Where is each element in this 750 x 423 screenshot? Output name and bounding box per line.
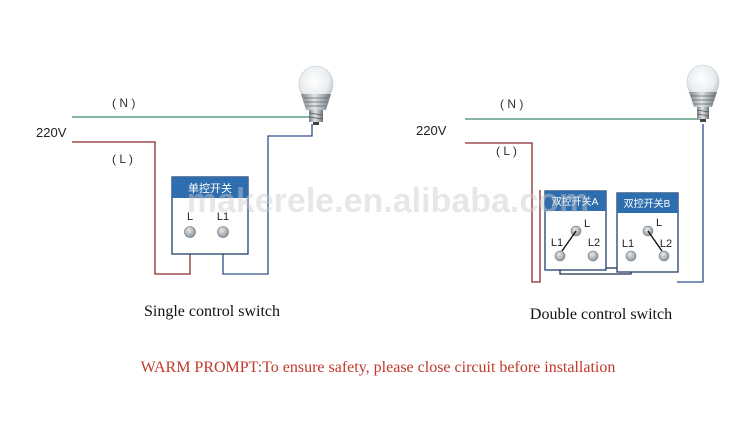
- light-bulb-icon: [686, 64, 720, 122]
- neutral-label: ( N ): [500, 97, 523, 111]
- switch-b-terminal-l1: L1: [622, 238, 634, 250]
- switch-b-l1-screw: [625, 250, 637, 262]
- double-switch-a-header: [545, 191, 606, 211]
- double-control-caption: Double control switch: [530, 306, 672, 323]
- single-control-diagram: 单控开关 L L1 ( N ) 220V ( L ) Single contro…: [36, 65, 334, 320]
- terminal-l1-screw: [217, 226, 229, 238]
- switch-b-lever: [647, 230, 663, 252]
- double-switch-a-title: 双控开关A: [552, 195, 599, 208]
- switched-wire: [222, 124, 313, 275]
- switch-a-lever: [561, 230, 577, 252]
- single-switch-header: [172, 177, 248, 198]
- terminal-l-label: L: [187, 211, 193, 223]
- double-control-diagram: 双控开关A L L1 L2 双控开关B L L1 L2 ( N: [416, 64, 720, 323]
- neutral-label: ( N ): [112, 96, 135, 110]
- voltage-label: 220V: [36, 125, 67, 140]
- light-bulb-icon: [298, 65, 334, 125]
- single-switch-title: 单控开关: [188, 181, 232, 195]
- switch-a-l1-screw: [554, 250, 566, 262]
- single-control-caption: Single control switch: [144, 303, 280, 320]
- line-label: ( L ): [112, 152, 133, 166]
- switch-a-terminal-l2: L2: [588, 237, 600, 249]
- warning-text: WARM PROMPT:To ensure safety, please clo…: [141, 359, 616, 376]
- switched-wire: [677, 124, 704, 283]
- switch-a-terminal-l: L: [584, 218, 590, 230]
- switch-b-terminal-l: L: [656, 217, 662, 229]
- terminal-l-screw: [184, 226, 196, 238]
- double-switch-b-header: [617, 193, 678, 213]
- switch-a-l2-screw: [587, 250, 599, 262]
- switch-a-terminal-l1: L1: [551, 237, 563, 249]
- line-wire: [72, 141, 191, 275]
- line-wire: [465, 142, 541, 283]
- terminal-l1-label: L1: [217, 211, 229, 223]
- double-switch-b-title: 双控开关B: [624, 197, 671, 210]
- voltage-label: 220V: [416, 123, 447, 138]
- switch-b-l2-screw: [658, 250, 670, 262]
- switch-b-terminal-l2: L2: [660, 238, 672, 250]
- watermark-text: makerele.en.alibaba.com: [187, 182, 590, 220]
- line-label: ( L ): [496, 144, 517, 158]
